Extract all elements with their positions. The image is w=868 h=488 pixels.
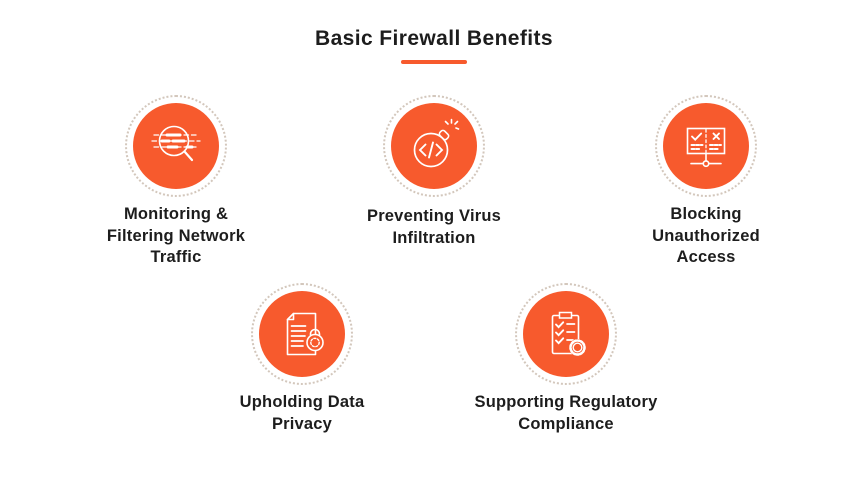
- title-underline: [401, 60, 467, 64]
- clipboard-seal-icon: [523, 291, 609, 377]
- document-lock-icon: [259, 291, 345, 377]
- benefit-item-access: [655, 95, 757, 197]
- benefit-item-virus: [383, 95, 485, 197]
- benefit-item-privacy: [251, 283, 353, 385]
- benefit-item-compliance: [515, 283, 617, 385]
- magnifier-traffic-icon: [133, 103, 219, 189]
- page-title: Basic Firewall Benefits: [315, 27, 553, 50]
- benefit-item-monitoring: [125, 95, 227, 197]
- access-list-icon: [663, 103, 749, 189]
- code-bomb-icon: [391, 103, 477, 189]
